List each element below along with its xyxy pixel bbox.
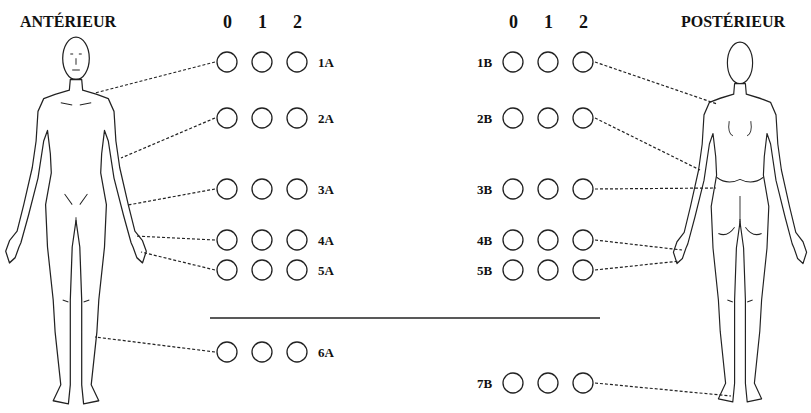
score-header: 1	[258, 13, 267, 31]
leader-lines	[95, 62, 731, 396]
anterior-figure	[6, 37, 147, 404]
posterior-figure	[673, 42, 806, 402]
site-code: 7B	[477, 377, 492, 390]
score-header: 2	[579, 13, 588, 31]
score-header: 1	[544, 13, 553, 31]
site-code: 2B	[477, 112, 492, 125]
view-heading: POSTÉRIEUR	[681, 14, 785, 30]
site-code: 4A	[318, 234, 334, 247]
site-code: 6A	[318, 346, 334, 359]
score-header: 2	[293, 13, 302, 31]
site-code: 5B	[477, 264, 492, 277]
score-circles	[217, 52, 593, 393]
site-code: 5A	[318, 264, 334, 277]
site-code: 3B	[477, 183, 492, 196]
site-code: 3A	[318, 183, 334, 196]
view-heading: ANTÉRIEUR	[20, 14, 116, 30]
score-header: 0	[509, 13, 518, 31]
score-header: 0	[223, 13, 232, 31]
separator-line	[210, 317, 600, 318]
site-code: 1B	[477, 56, 492, 69]
site-code: 4B	[477, 234, 492, 247]
site-code: 1A	[318, 56, 334, 69]
site-code: 2A	[318, 112, 334, 125]
